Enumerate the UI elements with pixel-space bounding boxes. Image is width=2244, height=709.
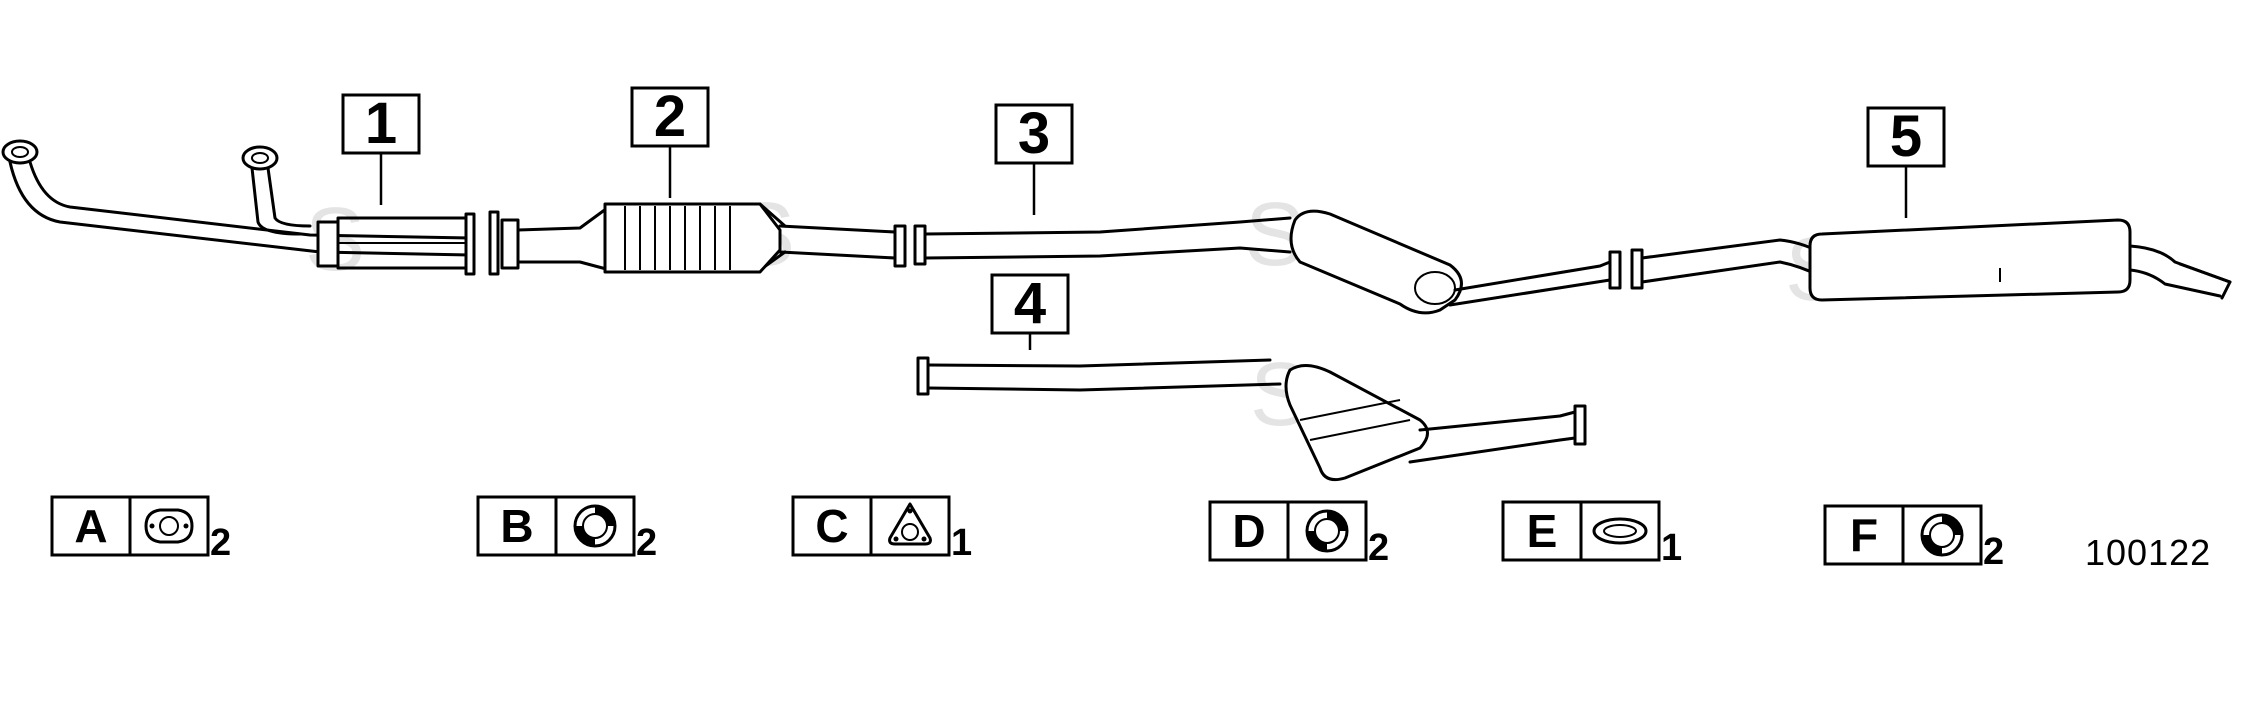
- callout-2-label: 2: [654, 84, 686, 149]
- gasket-f-letter: F: [1850, 509, 1878, 561]
- part-1-front-pipe: [1, 139, 476, 276]
- gasket-legend-f: F 2: [1823, 504, 2004, 573]
- gasket-e-qty: 1: [1661, 527, 1682, 569]
- part-4-alternative-pipe: [916, 356, 1587, 482]
- gasket-legend-b: B 2: [476, 495, 657, 564]
- gasket-c-letter: C: [815, 500, 848, 552]
- callout-1-label: 1: [365, 91, 397, 156]
- callout-5: 5: [1866, 104, 1946, 218]
- callout-3-label: 3: [1018, 101, 1050, 166]
- ring-gasket-icon: [1305, 509, 1349, 553]
- gasket-f-qty: 2: [1983, 531, 2004, 573]
- gasket-e-letter: E: [1527, 505, 1558, 557]
- callout-2: 2: [630, 84, 710, 198]
- gasket-legend-c: C 1: [791, 495, 972, 564]
- ring-gasket-icon: [1920, 513, 1964, 557]
- part-2-catalytic-converter: [488, 202, 907, 276]
- part-5-rear-muffler: [1630, 218, 2232, 302]
- ring-gasket-icon: [573, 504, 617, 548]
- watermarks: S S S S S: [305, 185, 1845, 445]
- gasket-legend-e: E 1: [1501, 500, 1682, 569]
- gasket-two-bolt-icon: [144, 508, 194, 544]
- oval-gasket-icon: [1592, 517, 1648, 545]
- gasket-legend-d: D 2: [1208, 500, 1389, 569]
- gasket-d-letter: D: [1232, 505, 1265, 557]
- callout-3: 3: [994, 101, 1074, 215]
- gasket-b-letter: B: [500, 500, 533, 552]
- diagram-id: 100122: [2085, 532, 2211, 573]
- callout-4: 4: [990, 271, 1070, 350]
- gasket-a-qty: 2: [210, 522, 231, 564]
- callout-1: 1: [341, 91, 421, 205]
- gasket-b-qty: 2: [636, 522, 657, 564]
- callout-4-label: 4: [1014, 271, 1046, 336]
- gasket-a-letter: A: [74, 500, 107, 552]
- part-3-intermediate-pipe: [913, 209, 1622, 315]
- callout-5-label: 5: [1890, 104, 1922, 169]
- gasket-c-qty: 1: [951, 522, 972, 564]
- gasket-three-bolt-icon: [888, 502, 932, 546]
- gasket-d-qty: 2: [1368, 527, 1389, 569]
- gasket-legend-a: A 2: [50, 495, 231, 564]
